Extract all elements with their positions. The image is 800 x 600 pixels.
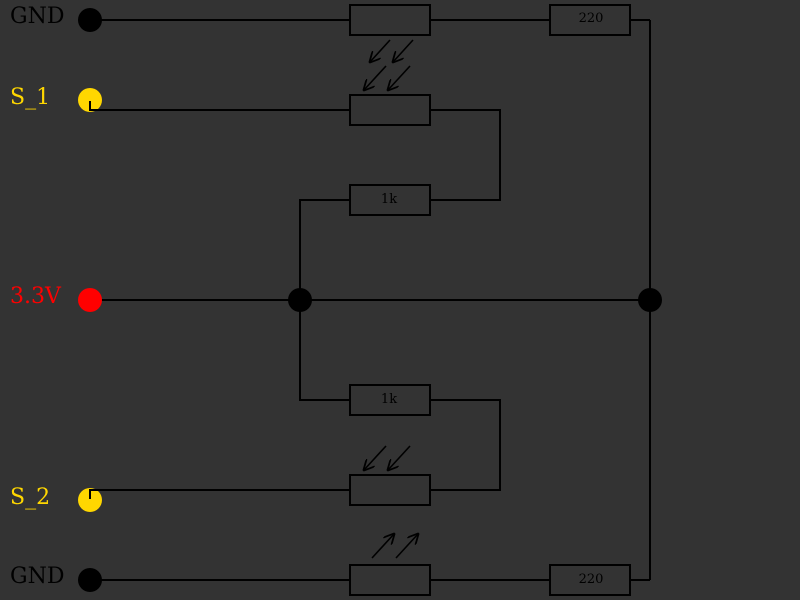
resistor-1k-bottom [349, 384, 431, 416]
resistor-1k-top [349, 184, 431, 216]
photoresistor-s2 [349, 474, 431, 506]
gnd-bottom-label: GND [10, 564, 65, 589]
wire-1k-bottom-loop [430, 399, 501, 491]
light-arrow [388, 445, 411, 470]
v33-terminal [78, 288, 102, 312]
gnd-top-label: GND [10, 4, 65, 29]
resistor-220-bottom [549, 564, 631, 596]
v33-label: 3.3V [10, 284, 61, 309]
light-arrow [371, 534, 394, 559]
light-arrow [395, 534, 418, 559]
resistor-1k-top-value: 1k [381, 192, 397, 207]
junction-dot [638, 288, 662, 312]
resistor-220-top-value: 220 [579, 11, 604, 26]
gnd-top-terminal [78, 8, 102, 32]
s1-terminal [78, 88, 102, 112]
led-bottom [349, 564, 431, 596]
resistor-220-top [549, 4, 631, 36]
light-arrow [388, 65, 411, 90]
photoresistor-s1 [349, 94, 431, 126]
light-arrow [393, 39, 414, 62]
wire-s1-loop [430, 109, 501, 201]
s2-stub [89, 489, 100, 499]
junction-dot [288, 288, 312, 312]
gnd-bottom-terminal [78, 568, 102, 592]
s2-terminal [78, 488, 102, 512]
s1-label: S_1 [10, 85, 51, 110]
resistor-top-left [349, 4, 431, 36]
s1-stub [89, 101, 100, 111]
resistor-220-bottom-value: 220 [579, 572, 604, 587]
light-arrow [364, 65, 387, 90]
light-arrow [370, 39, 391, 62]
s2-label: S_2 [10, 485, 51, 510]
light-arrow [364, 445, 387, 470]
resistor-1k-bottom-value: 1k [381, 392, 397, 407]
